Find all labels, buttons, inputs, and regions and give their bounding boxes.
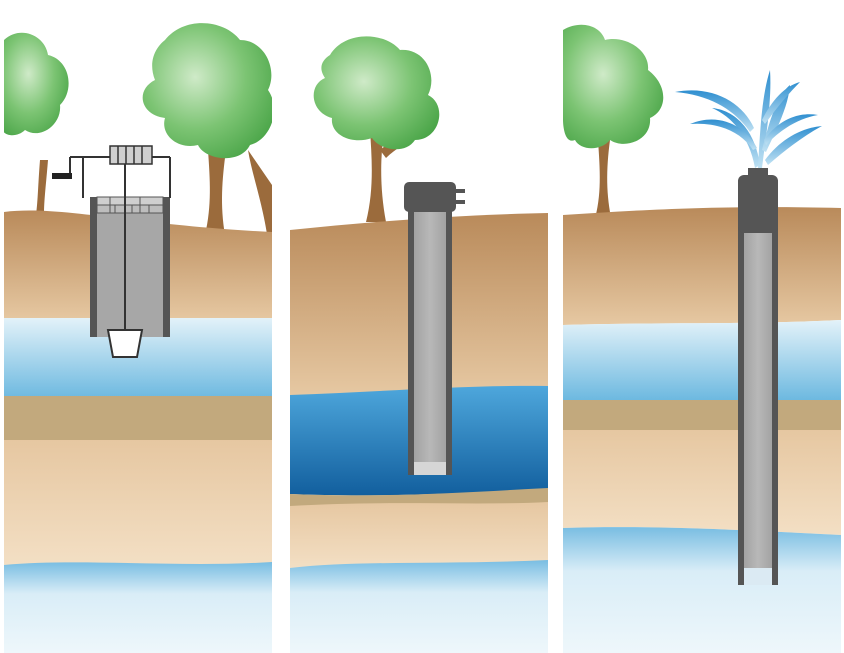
sand-layer [563,430,841,535]
topsoil-layer [563,207,841,325]
clay-layer [4,396,272,440]
drilled-well-casing [408,205,452,475]
deep-aquifer-layer [563,527,841,653]
dug-well-shaft [90,196,170,337]
sand-layer [290,502,548,568]
tree-icon [142,23,272,240]
deep-aquifer-layer [4,562,272,653]
panel-drilled-well [290,36,548,653]
artesian-well-casing [738,168,778,585]
aquifer-layer [563,320,841,400]
sand-layer [4,440,272,565]
panel-artesian-well [563,24,841,653]
clay-layer [563,400,841,430]
tree-icon [313,36,440,222]
tree-icon [4,32,69,215]
clay-layer [290,488,548,508]
deep-aquifer-layer [290,560,548,653]
windlass-icon [52,145,171,330]
panel-dug-well [4,23,272,653]
well-cap-icon [404,182,465,212]
tree-icon [563,24,664,222]
bucket-icon [106,329,144,358]
water-spray-icon [675,70,822,168]
